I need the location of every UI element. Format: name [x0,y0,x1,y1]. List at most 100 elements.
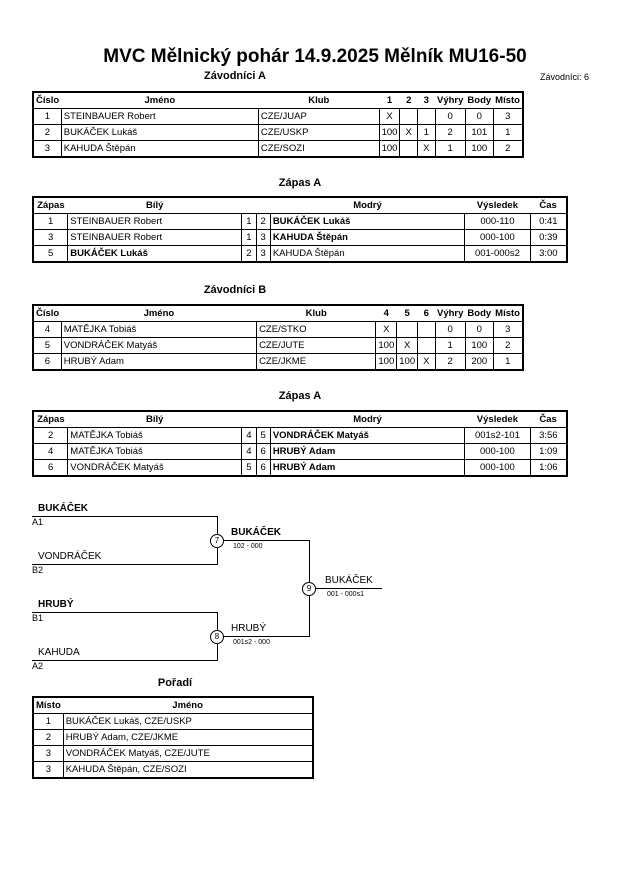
cell-name: VONDRÁČEK Matyáš, CZE/JUTE [62,745,314,762]
cell-result: 001s2-101 [464,427,531,444]
cell-club: CZE/JKME [256,353,377,371]
ranking-title: Pořadí [157,677,193,689]
cell-match: 3 [32,229,69,246]
table-row: 1 STEINBAUER Robert 1 2 BUKÁČEK Lukáš 00… [32,213,568,230]
table-row: 1 BUKÁČEK Lukáš, CZE/USKP [32,713,314,730]
table-row: 6 VONDRÁČEK Matyáš 5 6 HRUBÝ Adam 000-10… [32,459,568,477]
cell-bout: X [375,321,398,338]
cell-points: 0 [464,321,494,338]
cell-result: 000-110 [464,213,531,230]
cell-place: 3 [32,761,64,779]
pool-b-title: Závodníci B [203,284,267,296]
cell-name: HRUBÝ Adam [60,353,258,371]
cell-blue-num: 5 [255,427,271,444]
cell-blue: HRUBÝ Adam [269,459,466,477]
bracket-line [310,588,382,589]
pool-b-table: Číslo Jméno Klub 4 5 6 Výhry Body Místo … [32,304,524,371]
cell-name: BUKÁČEK Lukáš [60,124,259,141]
cell-time: 3:00 [529,245,568,263]
cell-time: 0:39 [529,229,568,246]
cell-name: MATĚJKA Tobiáš [60,321,258,338]
cell-match: 1 [32,213,69,230]
cell-white-num: 2 [241,245,257,263]
col-time: Čas [530,196,567,214]
col-blue: Modrý [270,196,465,214]
cell-match: 4 [32,443,69,460]
cell-place: 2 [492,140,524,158]
cell-points: 101 [464,124,494,141]
pool-a-table: Číslo Jméno Klub 1 2 3 Výhry Body Místo … [32,91,524,158]
table-row: 4 MATĚJKA Tobiáš 4 6 HRUBÝ Adam 000-100 … [32,443,568,460]
cell-result: 000-100 [464,443,531,460]
cell-blue: KAHUDA Štěpán [269,245,466,263]
cell-blue-num: 2 [255,213,271,230]
cell-wins: 0 [434,321,466,338]
col-points: Body [465,304,494,322]
sf1-node: 7 [210,534,224,548]
bracket-line [32,564,218,565]
sf2-winner: HRUBÝ [231,623,267,634]
cell-bout [417,321,436,338]
col-number: Číslo [33,91,62,109]
cell-blue-num: 3 [255,229,271,246]
cell-number: 2 [32,124,62,141]
col-bout-2: 2 [399,91,418,109]
cell-blue: HRUBÝ Adam [269,443,466,460]
cell-time: 3:56 [529,427,568,444]
cell-place: 2 [492,337,524,354]
col-wins: Výhry [435,304,466,322]
bracket-line [218,636,310,637]
col-place: Místo [493,304,523,322]
matches-a-title: Zápas A [278,177,322,189]
cell-match: 6 [32,459,69,477]
bracket-line [218,540,310,541]
cell-bout: 100 [375,337,398,354]
cell-white: VONDRÁČEK Matyáš [67,459,243,477]
col-club: Klub [256,304,376,322]
table-row: 3 VONDRÁČEK Matyáš, CZE/JUTE [32,745,314,762]
cell-white-num: 4 [241,443,257,460]
cell-club: CZE/JUTE [256,337,377,354]
competitors-count: Závodníci: 6 [540,72,590,82]
cell-white: MATĚJKA Tobiáš [67,427,243,444]
sf1-bottom-name: VONDRÁČEK [38,551,102,562]
col-name: Jméno [61,304,257,322]
cell-bout: X [378,108,401,125]
cell-bout: 100 [375,353,398,371]
cell-bout: 100 [378,140,401,158]
cell-time: 1:06 [529,459,568,477]
sf1-score: 102 - 000 [233,543,263,550]
sf1-top-name: BUKÁČEK [38,503,88,514]
cell-white: STEINBAUER Robert [67,229,243,246]
cell-match: 2 [32,427,69,444]
col-blue-num [256,196,271,214]
col-bout-4: 4 [375,304,397,322]
cell-wins: 2 [434,124,466,141]
cell-bout: 100 [378,124,401,141]
col-bout-5: 5 [396,304,418,322]
col-place: Místo [493,91,523,109]
table-row: 2 BUKÁČEK Lukáš CZE/USKP 100 X 1 2 101 1 [32,124,524,141]
cell-wins: 1 [434,140,466,158]
col-white-num [241,196,256,214]
col-points: Body [465,91,494,109]
cell-bout: X [399,124,418,141]
cell-white: STEINBAUER Robert [67,213,243,230]
col-result: Výsledek [464,410,531,428]
cell-name: STEINBAUER Robert [60,108,259,125]
bracket-line [32,612,218,613]
col-club: Klub [258,91,380,109]
matches-b-title: Zápas A [278,390,322,402]
col-blue-num [256,410,271,428]
cell-bout [416,108,436,125]
cell-name: KAHUDA Štěpán, CZE/SOZI [62,761,314,779]
cell-points: 200 [464,353,494,371]
cell-place: 2 [32,729,64,746]
cell-club: CZE/JUAP [257,108,380,125]
cell-match: 5 [32,245,69,263]
col-number: Číslo [33,304,62,322]
page-title: MVC Mělnický pohár 14.9.2025 Mělník MU16… [103,46,527,67]
table-row: 4 MATĚJKA Tobiáš CZE/STKO X 0 0 3 [32,321,524,338]
cell-wins: 0 [434,108,466,125]
cell-number: 5 [32,337,62,354]
